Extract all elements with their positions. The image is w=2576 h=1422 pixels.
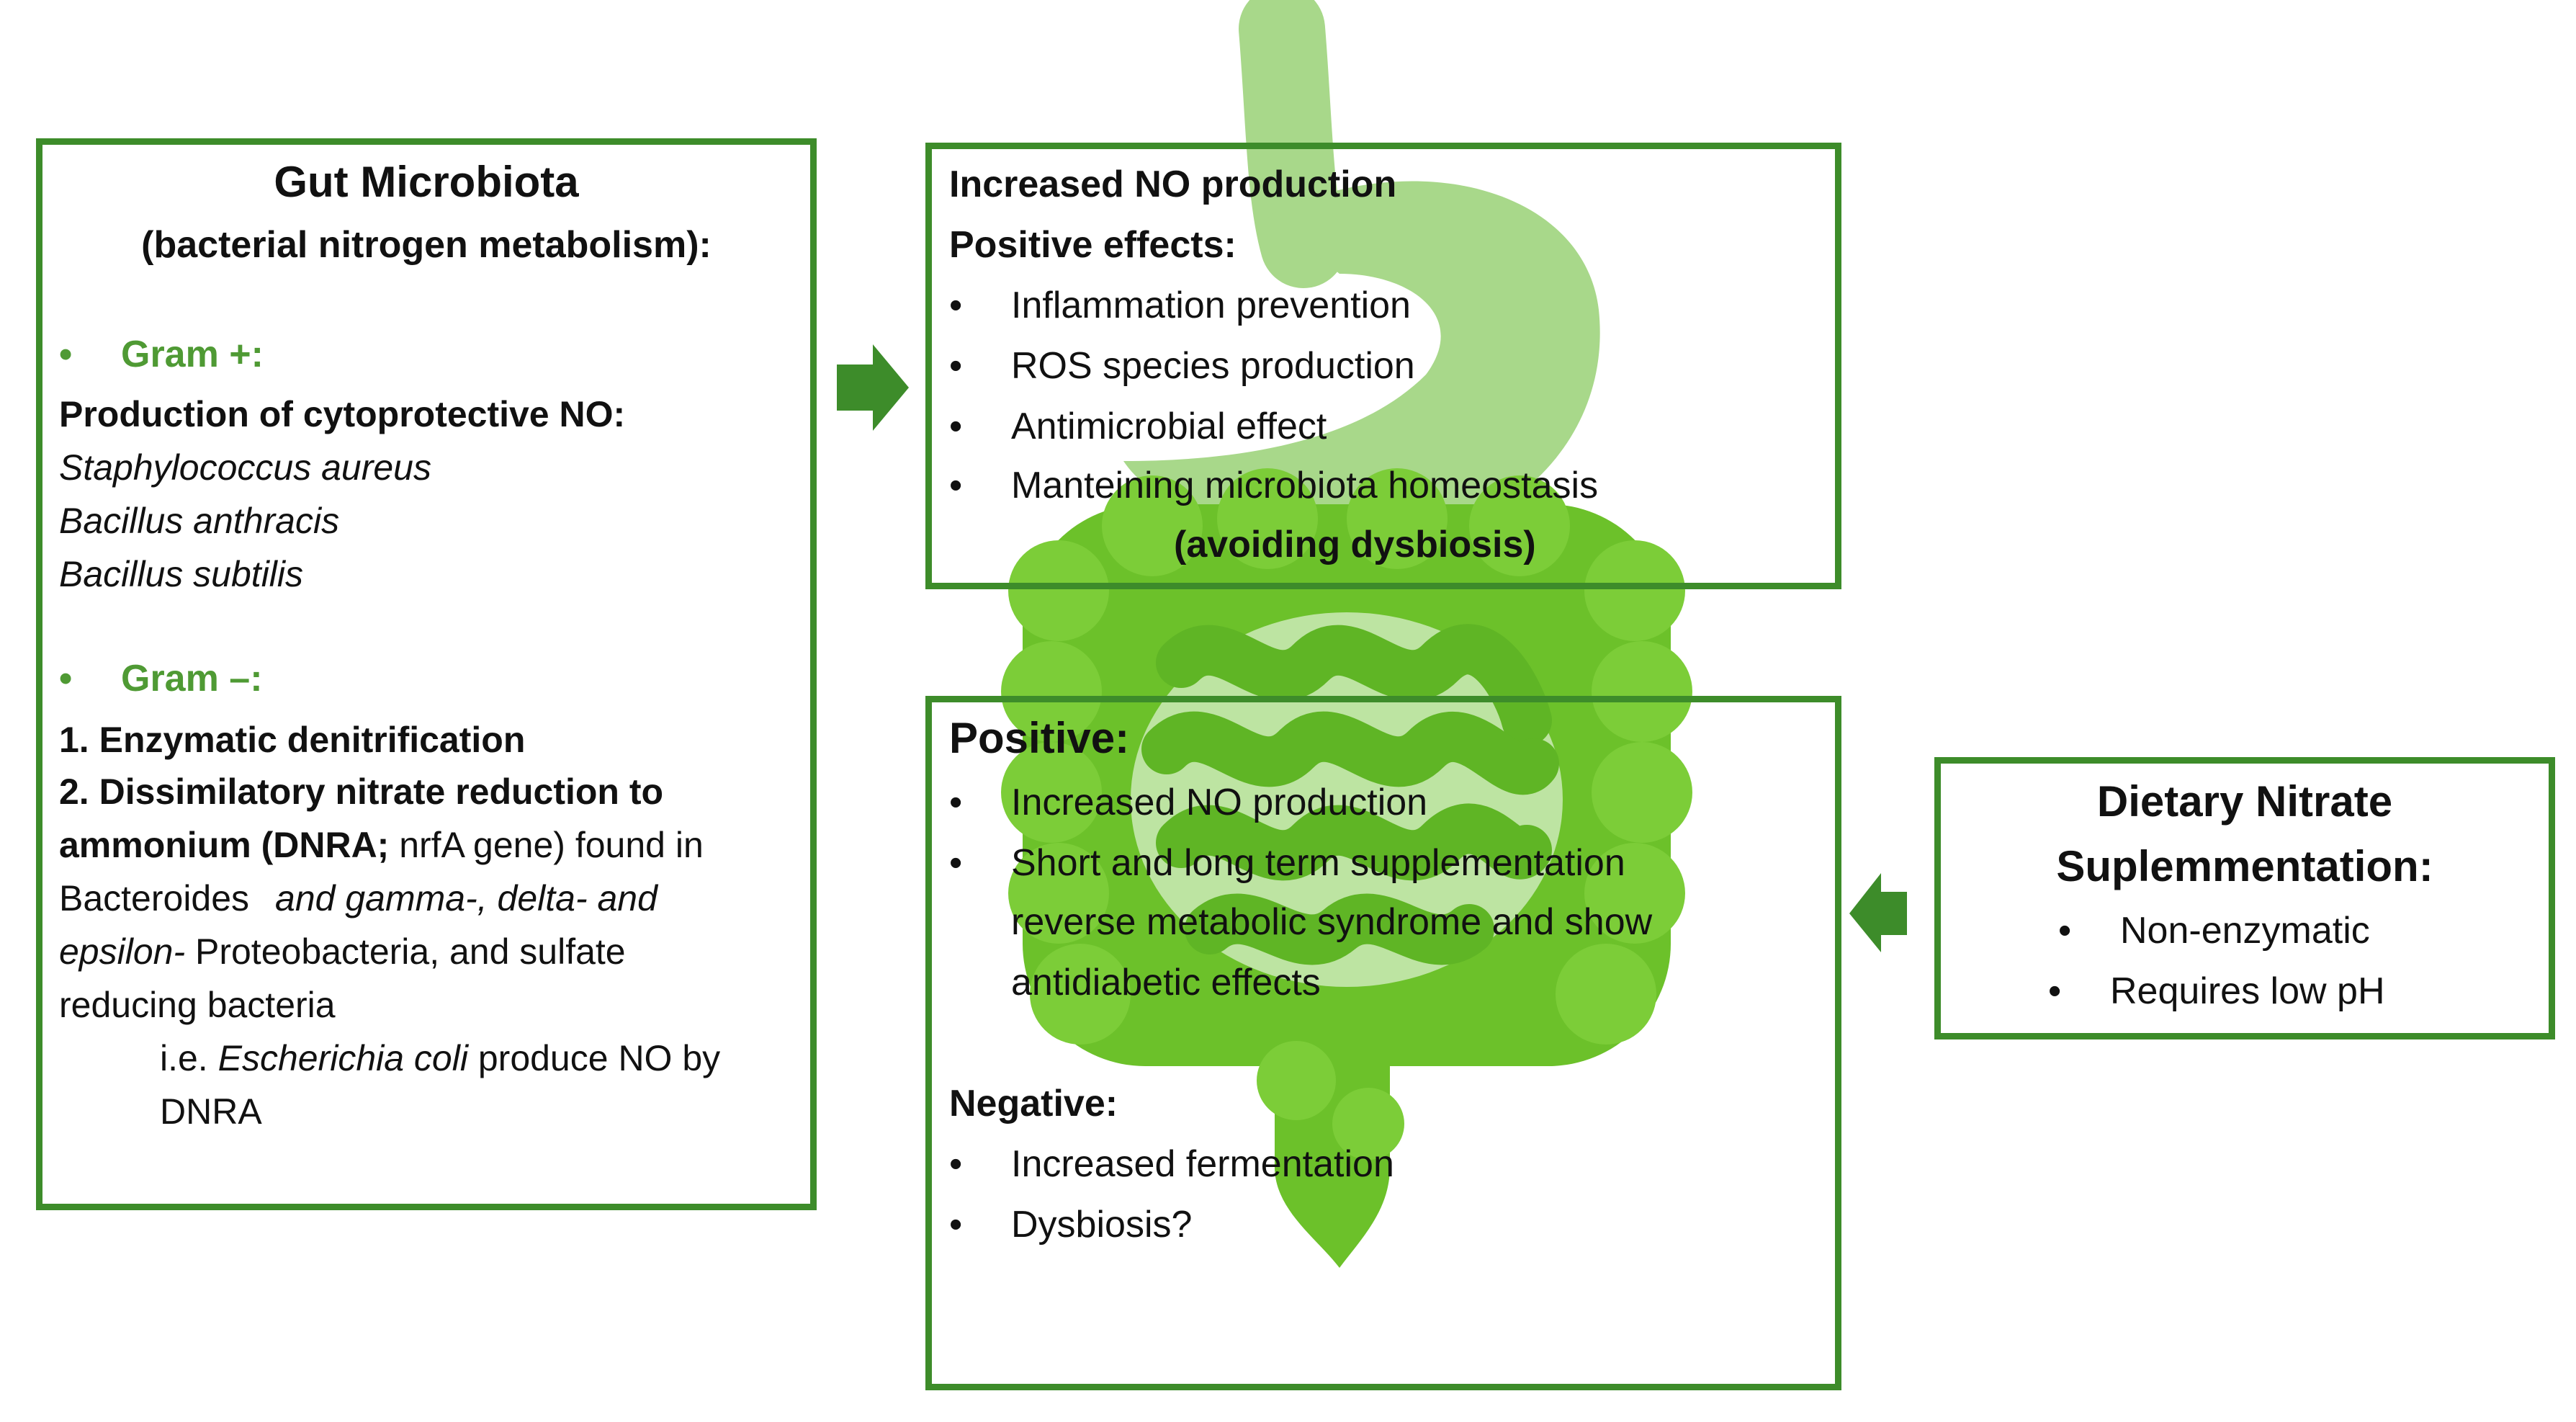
positive-bullet: • (949, 842, 963, 884)
no-box-note: (avoiding dysbiosis) (1174, 524, 1536, 565)
positive-bullet: • (949, 782, 963, 823)
left-arrow-icon (1849, 873, 1907, 952)
gut-box-title: Gut Microbiota (274, 158, 579, 206)
diet-box-title-line-1: Dietary Nitrate (2096, 777, 2393, 826)
proteobacteria-classes: and gamma-, delta- and (275, 878, 658, 918)
diet-bullet: • (2058, 910, 2072, 952)
negative-item: Dysbiosis? (1011, 1204, 1193, 1246)
gram-pos-bullet: • (59, 334, 73, 375)
negative-bullet: • (949, 1143, 963, 1185)
diet-item: Requires low pH (2110, 970, 2385, 1012)
effects-box (925, 696, 1841, 1390)
ie-prefix: i.e. (160, 1038, 218, 1078)
bacteroides-text: Bacteroides (59, 878, 250, 918)
species-item: Staphylococcus aureus (59, 447, 431, 488)
right-arrow-icon (837, 344, 909, 431)
negative-bullet: • (949, 1204, 963, 1246)
no-box-subtitle: Positive effects: (949, 224, 1237, 266)
gut-microbiota-box (36, 138, 817, 1210)
proteobacteria-text: Proteobacteria, (185, 931, 440, 972)
negative-title: Negative: (949, 1083, 1118, 1124)
epsilon-text: epsilon- (59, 931, 186, 972)
no-item: ROS species production (1011, 345, 1415, 387)
gram-neg-heading: Gram –: (121, 658, 263, 699)
positive-item: Increased NO production (1011, 782, 1428, 823)
positive-item: Short and long term supplementation (1011, 842, 1625, 884)
gut-box-subtitle: (bacterial nitrogen metabolism): (141, 224, 712, 266)
ie-produce: produce NO by (467, 1038, 721, 1078)
ecoli-text: Escherichia coli (217, 1038, 468, 1078)
no-item-bullet: • (949, 465, 963, 506)
positive-title: Positive: (949, 714, 1130, 762)
negative-item: Increased fermentation (1011, 1143, 1394, 1185)
no-item-bullet: • (949, 285, 963, 326)
gram-neg-line-2: 2. Dissimilatory nitrate reduction to (59, 772, 664, 812)
no-item-bullet: • (949, 345, 963, 387)
gram-neg-bullet: • (59, 658, 73, 699)
example-line: i.e. Escherichia coli produce NO by (160, 1037, 720, 1079)
no-item: Antimicrobial effect (1011, 406, 1327, 447)
digestive-tract-icon (1001, 0, 1692, 1268)
sulfate-text: and sulfate (439, 931, 626, 972)
diet-bullet: • (2048, 970, 2062, 1012)
no-item: Inflammation prevention (1011, 285, 1411, 326)
gram-neg-line-1: 1. Enzymatic denitrification (59, 720, 526, 760)
no-item: Manteining microbiota homeostasis (1011, 465, 1599, 506)
gram-neg-line-4: Bacteroides and gamma-, delta- and (59, 877, 658, 919)
species-item: Bacillus anthracis (59, 501, 340, 541)
no-production-box (925, 143, 1841, 589)
production-line: Production of cytoprotective NO: (59, 393, 625, 435)
positive-item-continued: antidiabetic effects (1011, 962, 1321, 1003)
gram-neg-line-5: epsilon- Proteobacteria, and sulfate (59, 931, 626, 972)
dietary-nitrate-box (1934, 757, 2555, 1039)
gram-neg-line-3: ammonium (DNRA; nrfA gene) found in (59, 824, 704, 866)
no-box-title: Increased NO production (949, 164, 1397, 205)
diet-item: Non-enzymatic (2120, 910, 2370, 952)
diet-box-title-line-2: Suplemmentation: (2056, 842, 2433, 890)
no-item-bullet: • (949, 406, 963, 447)
species-item: Bacillus subtilis (59, 554, 304, 594)
gram-neg-line-6: reducing bacteria (59, 985, 336, 1025)
dnra-label: ammonium (DNRA; (59, 825, 390, 865)
positive-item-continued: reverse metabolic syndrome and show (1011, 901, 1653, 943)
nrfa-text: nrfA gene) found in (389, 825, 704, 865)
production-no: NO: (549, 394, 626, 434)
example-line-2: DNRA (160, 1091, 262, 1132)
production-label: Production of cytoprotective (59, 394, 549, 434)
gram-pos-heading: Gram +: (121, 334, 264, 375)
